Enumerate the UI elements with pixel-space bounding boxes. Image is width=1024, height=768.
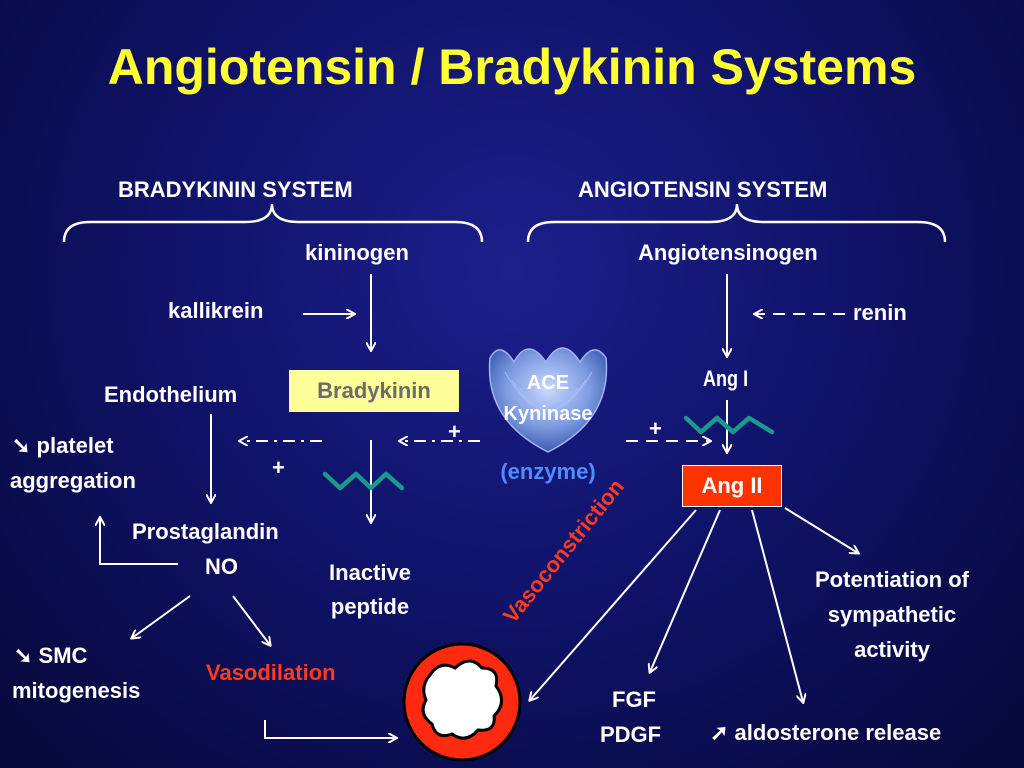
kininogen-label: kininogen — [305, 240, 409, 265]
plus-sign-right: + — [649, 416, 662, 441]
potentiation-line2: sympathetic — [827, 602, 957, 627]
blood-vessel-icon — [402, 642, 522, 762]
potentiation-line1: Potentiation of — [815, 567, 969, 592]
plus-sign-left: + — [272, 455, 285, 480]
potentiation-arrow — [784, 507, 858, 553]
enzyme-label: (enzyme) — [500, 459, 596, 484]
prostaglandin-label: Prostaglandin — [132, 519, 279, 544]
aldosterone-label: ➚ aldosterone release — [710, 720, 942, 745]
vasoconstriction-arrow — [530, 509, 697, 700]
ang-ii-box: Ang II — [682, 465, 782, 507]
platelet-label-line1: ➘ platelet — [12, 433, 114, 458]
bradykinin-brace — [62, 203, 484, 243]
smc-label-line2: mitogenesis — [12, 678, 141, 703]
endothelium-label: Endothelium — [104, 382, 238, 407]
ang-i-cleavage-squiggle — [683, 415, 775, 435]
ace-label: ACE — [526, 372, 570, 394]
page-title: Angiotensin / Bradykinin Systems — [107, 39, 917, 95]
smc-label-line1: ➘ SMC — [14, 643, 88, 668]
vasoconstriction-label: Vasoconstriction — [498, 474, 629, 628]
kyninase-label: Kyninase — [503, 403, 593, 425]
no-label: NO — [205, 554, 238, 579]
pdgf-label: PDGF — [600, 722, 662, 747]
vasodilation-vessel-arrow — [264, 720, 396, 738]
ang-i-label: Ang I — [703, 366, 749, 391]
smc-arrow — [132, 595, 191, 638]
angiotensinogen-label: Angiotensinogen — [638, 240, 818, 265]
angiotensin-system-header: ANGIOTENSIN SYSTEM — [578, 177, 828, 202]
bradykinin-cleavage-squiggle — [322, 471, 405, 491]
plus-sign-middle: + — [448, 419, 461, 444]
renin-label: renin — [853, 300, 907, 325]
vasodilation-arrow — [232, 595, 270, 645]
vasodilation-label: Vasodilation — [206, 660, 336, 685]
fgf-label: FGF — [612, 687, 656, 712]
fgf-arrow — [650, 509, 721, 672]
kallikrein-label: kallikrein — [168, 298, 264, 323]
bradykinin-box: Bradykinin — [289, 370, 459, 412]
ace-enzyme-shape — [488, 347, 608, 453]
inactive-peptide-line1: Inactive — [329, 560, 411, 585]
potentiation-line3: activity — [854, 637, 930, 662]
inactive-peptide-line2: peptide — [330, 594, 410, 619]
angiotensin-brace — [526, 203, 947, 243]
bradykinin-system-header: BRADYKININ SYSTEM — [118, 177, 353, 202]
platelet-label-line2: aggregation — [10, 468, 136, 493]
